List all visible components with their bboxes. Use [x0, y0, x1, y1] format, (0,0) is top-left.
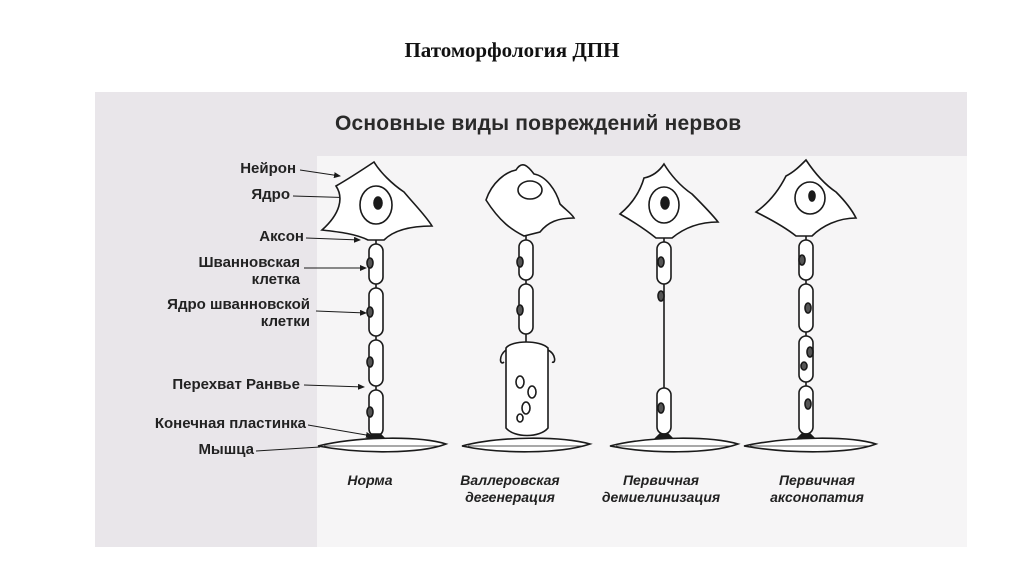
label-end-plate: Конечная пластинка: [154, 415, 306, 432]
label-axon: Аксон: [259, 228, 304, 245]
caption-axonop-line2: аксонопатия: [770, 489, 864, 505]
label-nucleus: Ядро: [251, 186, 290, 203]
label-schwann-nucleus: Ядро шванновской клетки: [110, 296, 310, 330]
label-schwann-nucleus-line2: клетки: [260, 313, 310, 330]
slide-title: Патоморфология ДПН: [404, 38, 620, 62]
caption-demyel-line1: Первичная: [622, 472, 700, 488]
label-schwann-line2: клетка: [251, 271, 300, 288]
label-muscle: Мышца: [198, 441, 254, 458]
caption-axonopathy: Первичная аксонопатия: [752, 472, 882, 506]
label-neuron: Нейрон: [240, 160, 296, 177]
caption-norm: Норма: [347, 472, 393, 488]
neuron-demyelination: [609, 162, 741, 453]
caption-axonop-line1: Первичная: [778, 472, 856, 488]
label-schwann-nucleus-line1: Ядро шванновской: [167, 296, 310, 313]
caption-demyel-line2: демиелинизация: [601, 489, 721, 505]
neuron-axonopathy: [743, 158, 879, 453]
caption-wallerian: Валлеровская дегенерация: [440, 472, 580, 506]
label-schwann-cell: Шванновская клетка: [150, 254, 300, 288]
label-schwann-line1: Шванновская: [198, 254, 300, 271]
caption-wallerian-line2: дегенерация: [465, 489, 555, 505]
neuron-normal: [317, 160, 449, 453]
label-ranvier-node: Перехват Ранвье: [172, 376, 300, 393]
neuron-wallerian: [461, 163, 593, 453]
caption-wallerian-line1: Валлеровская: [460, 472, 560, 488]
caption-demyelination: Первичная демиелинизация: [586, 472, 736, 506]
figure-title: Основные виды повреждений нервов: [335, 112, 742, 135]
